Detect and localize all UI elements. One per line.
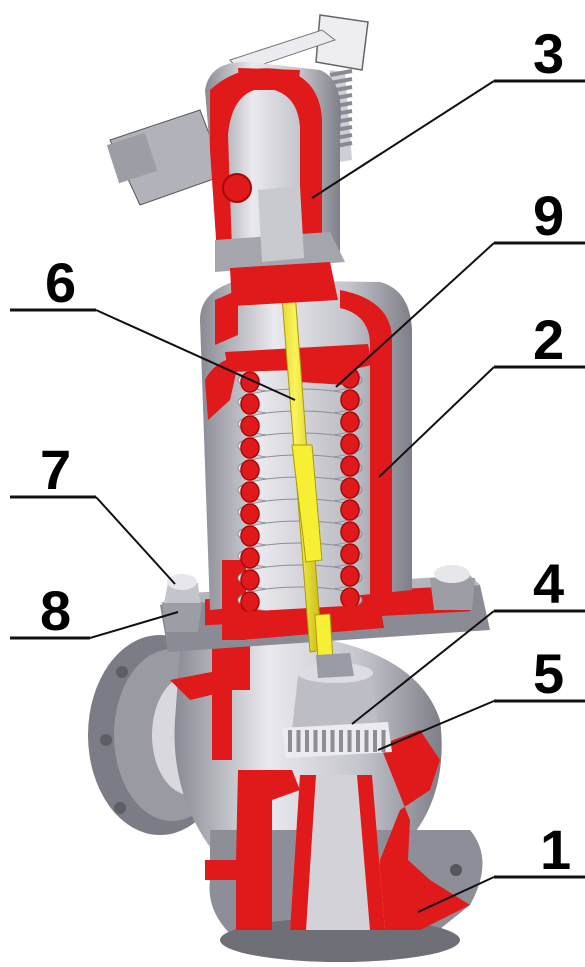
- spring-coil-section-right: [340, 543, 360, 565]
- disc-tooth: [322, 730, 326, 752]
- spring-coil-section-left: [240, 459, 260, 481]
- body-section-right: [375, 730, 470, 930]
- callout-3: 3: [533, 22, 564, 85]
- spring-coil-section-right: [340, 411, 360, 433]
- disc-tooth: [356, 730, 360, 752]
- valve-body: [88, 627, 483, 962]
- disc-tooth: [313, 730, 318, 752]
- disc: [282, 722, 392, 758]
- spring-coil-section-left: [240, 437, 260, 459]
- callout-1: 1: [540, 818, 571, 881]
- callout-6: 6: [45, 251, 76, 314]
- callout-9: 9: [533, 184, 564, 247]
- spring-coil-section-right: [340, 587, 360, 609]
- callout-4: 4: [533, 552, 564, 615]
- spring-coil-section-right: [340, 499, 360, 521]
- spring-coil-section-right: [340, 455, 360, 477]
- stud-bolt-right: [430, 565, 475, 610]
- spring-coil-section-left: [240, 393, 260, 415]
- spring-coil-section-left: [240, 591, 260, 613]
- disc-tooth: [330, 730, 335, 752]
- lever-spring-turn: [329, 69, 353, 77]
- lever-pin-icon: [222, 173, 252, 203]
- callout-8: 8: [40, 579, 71, 642]
- callout-labels: 3 9 6 2 7 8 4 5 1: [40, 22, 571, 881]
- callout-5: 5: [533, 642, 564, 705]
- spring-coil-section-left: [240, 525, 260, 547]
- callout-7: 7: [40, 438, 71, 501]
- spring-coil-section-right: [340, 477, 360, 499]
- spring-coil-section-left: [240, 415, 260, 437]
- body-section-left: [212, 640, 250, 760]
- disc-tooth: [288, 730, 292, 752]
- disc-tooth: [373, 730, 377, 752]
- spring-coil-section-right: [340, 389, 360, 411]
- callout-2: 2: [533, 308, 564, 371]
- spring-coil-section-left: [240, 481, 260, 503]
- disc-tooth: [296, 730, 301, 752]
- disc-holder: [292, 653, 378, 730]
- disc-tooth: [347, 730, 352, 752]
- spring-coil-section-right: [340, 433, 360, 455]
- spring-coil-section-right: [340, 521, 360, 543]
- disc-tooth: [381, 730, 386, 752]
- stud-bolt-left: [162, 574, 202, 632]
- callout-lines: [10, 79, 585, 913]
- spring-coil-section-right: [340, 565, 360, 587]
- spring-coil-section-left: [240, 569, 260, 591]
- disc-tooth: [364, 730, 369, 752]
- disc-tooth: [339, 730, 343, 752]
- adjusting-nut: [258, 186, 304, 262]
- disc-tooth: [305, 730, 309, 752]
- spring-coil-section-left: [240, 547, 260, 569]
- cap-lever-assembly: [106, 14, 369, 306]
- spring-coil-section-left: [240, 503, 260, 525]
